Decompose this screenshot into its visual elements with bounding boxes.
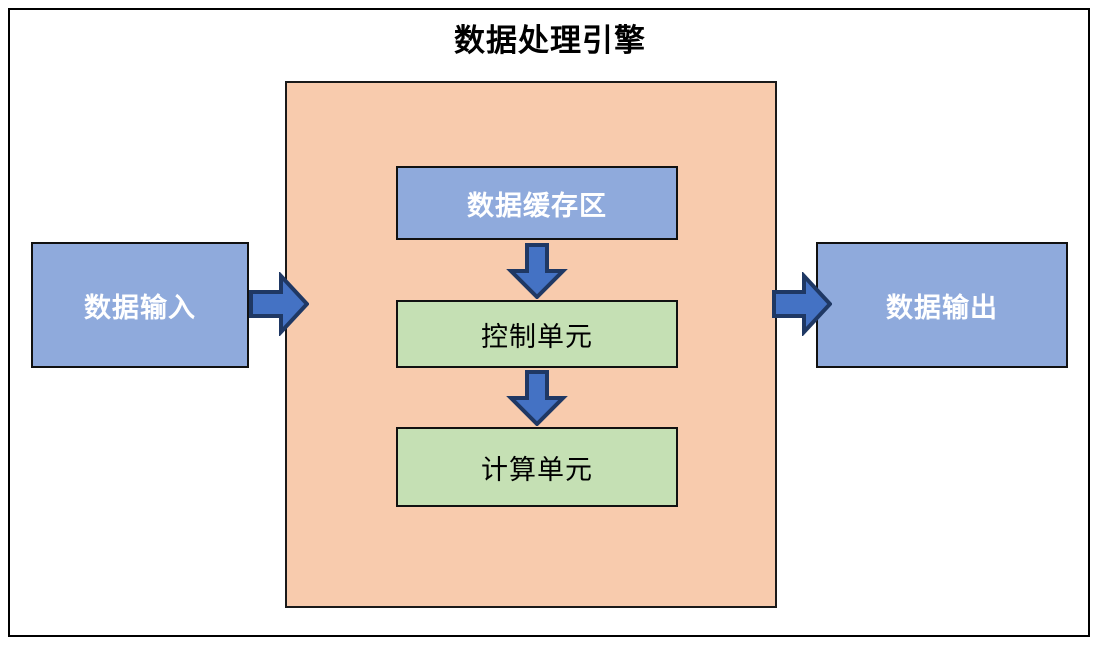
page-border: [8, 8, 1090, 637]
node-data-cache-label: 数据缓存区: [467, 190, 607, 221]
node-compute-unit-label: 计算单元: [481, 454, 593, 485]
node-data-cache[interactable]: 数据缓存区: [396, 166, 678, 240]
page-title: 数据处理引擎: [454, 23, 646, 58]
node-control-unit[interactable]: 控制单元: [396, 300, 678, 368]
node-data-input[interactable]: 数据输入: [31, 242, 249, 368]
node-compute-unit[interactable]: 计算单元: [396, 427, 678, 507]
node-data-output[interactable]: 数据输出: [816, 242, 1068, 368]
node-data-input-label: 数据输入: [84, 292, 196, 323]
node-data-output-label: 数据输出: [886, 292, 998, 323]
node-control-unit-label: 控制单元: [481, 321, 593, 352]
